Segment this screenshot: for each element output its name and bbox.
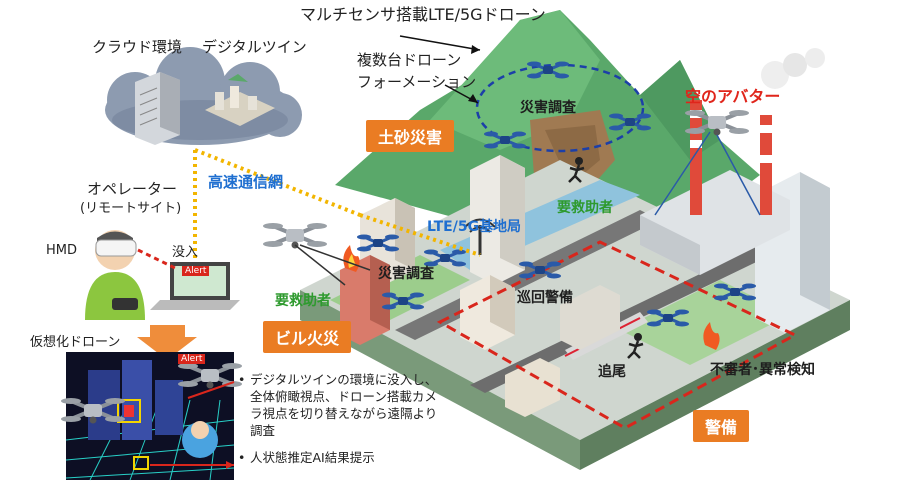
high-speed-network-label: 高速通信網 bbox=[208, 173, 284, 191]
multisensor-drone-label: マルチセンサ搭載LTE/5Gドローン bbox=[300, 5, 546, 24]
operator-icon bbox=[85, 230, 145, 320]
rescue-right-label: 要救助者 bbox=[557, 200, 613, 216]
immersion-label: 没入 bbox=[172, 245, 199, 260]
sky-avatar-label: 空のアバター bbox=[685, 87, 781, 106]
bullet-item: 人状態推定AI結果提示 bbox=[238, 450, 438, 467]
base-station-label: LTE/5G基地局 bbox=[427, 219, 522, 235]
arrow-icon bbox=[137, 325, 197, 360]
virtual-drone-screen bbox=[59, 352, 244, 481]
description-bullets: デジタルツインの環境に没入し、全体俯瞰視点、ドローン搭載カメラ視点を切り替えなが… bbox=[238, 372, 438, 466]
building-fire-tag: ビル火災 bbox=[263, 321, 352, 353]
runner-icon bbox=[627, 333, 644, 359]
patrol-label: 巡回警備 bbox=[517, 290, 573, 306]
disaster-survey-top-label: 災害調査 bbox=[520, 100, 576, 116]
screen-alert-badge: Alert bbox=[178, 354, 206, 364]
remote-site-label: (リモートサイト) bbox=[80, 201, 182, 216]
anomaly-label: 不審者･異常検知 bbox=[710, 362, 815, 378]
server-icon bbox=[135, 72, 180, 145]
cloud-env-label: クラウド環境 bbox=[92, 38, 183, 56]
disaster-survey-mid-label: 災害調査 bbox=[378, 266, 434, 282]
operator-label: オペレーター bbox=[87, 180, 178, 198]
formation-label-line2: フォーメーション bbox=[357, 73, 477, 91]
cloud-icon bbox=[105, 47, 302, 145]
bullet-item: デジタルツインの環境に没入し、全体俯瞰視点、ドローン搭載カメラ視点を切り替えなが… bbox=[238, 372, 438, 440]
digital-twin-label: デジタルツイン bbox=[202, 38, 307, 56]
hmd-label: HMD bbox=[46, 243, 78, 258]
hmd-icon bbox=[95, 239, 137, 257]
tracking-label: 追尾 bbox=[598, 364, 626, 380]
landslide-tag: 土砂災害 bbox=[366, 120, 455, 152]
virtual-drone-label: 仮想化ドローン bbox=[30, 335, 121, 350]
formation-label-line1: 複数台ドローン bbox=[357, 51, 462, 69]
rescue-left-label: 要救助者 bbox=[275, 293, 331, 309]
security-tag: 警備 bbox=[693, 410, 750, 442]
laptop-alert-badge: Alert bbox=[182, 266, 210, 276]
